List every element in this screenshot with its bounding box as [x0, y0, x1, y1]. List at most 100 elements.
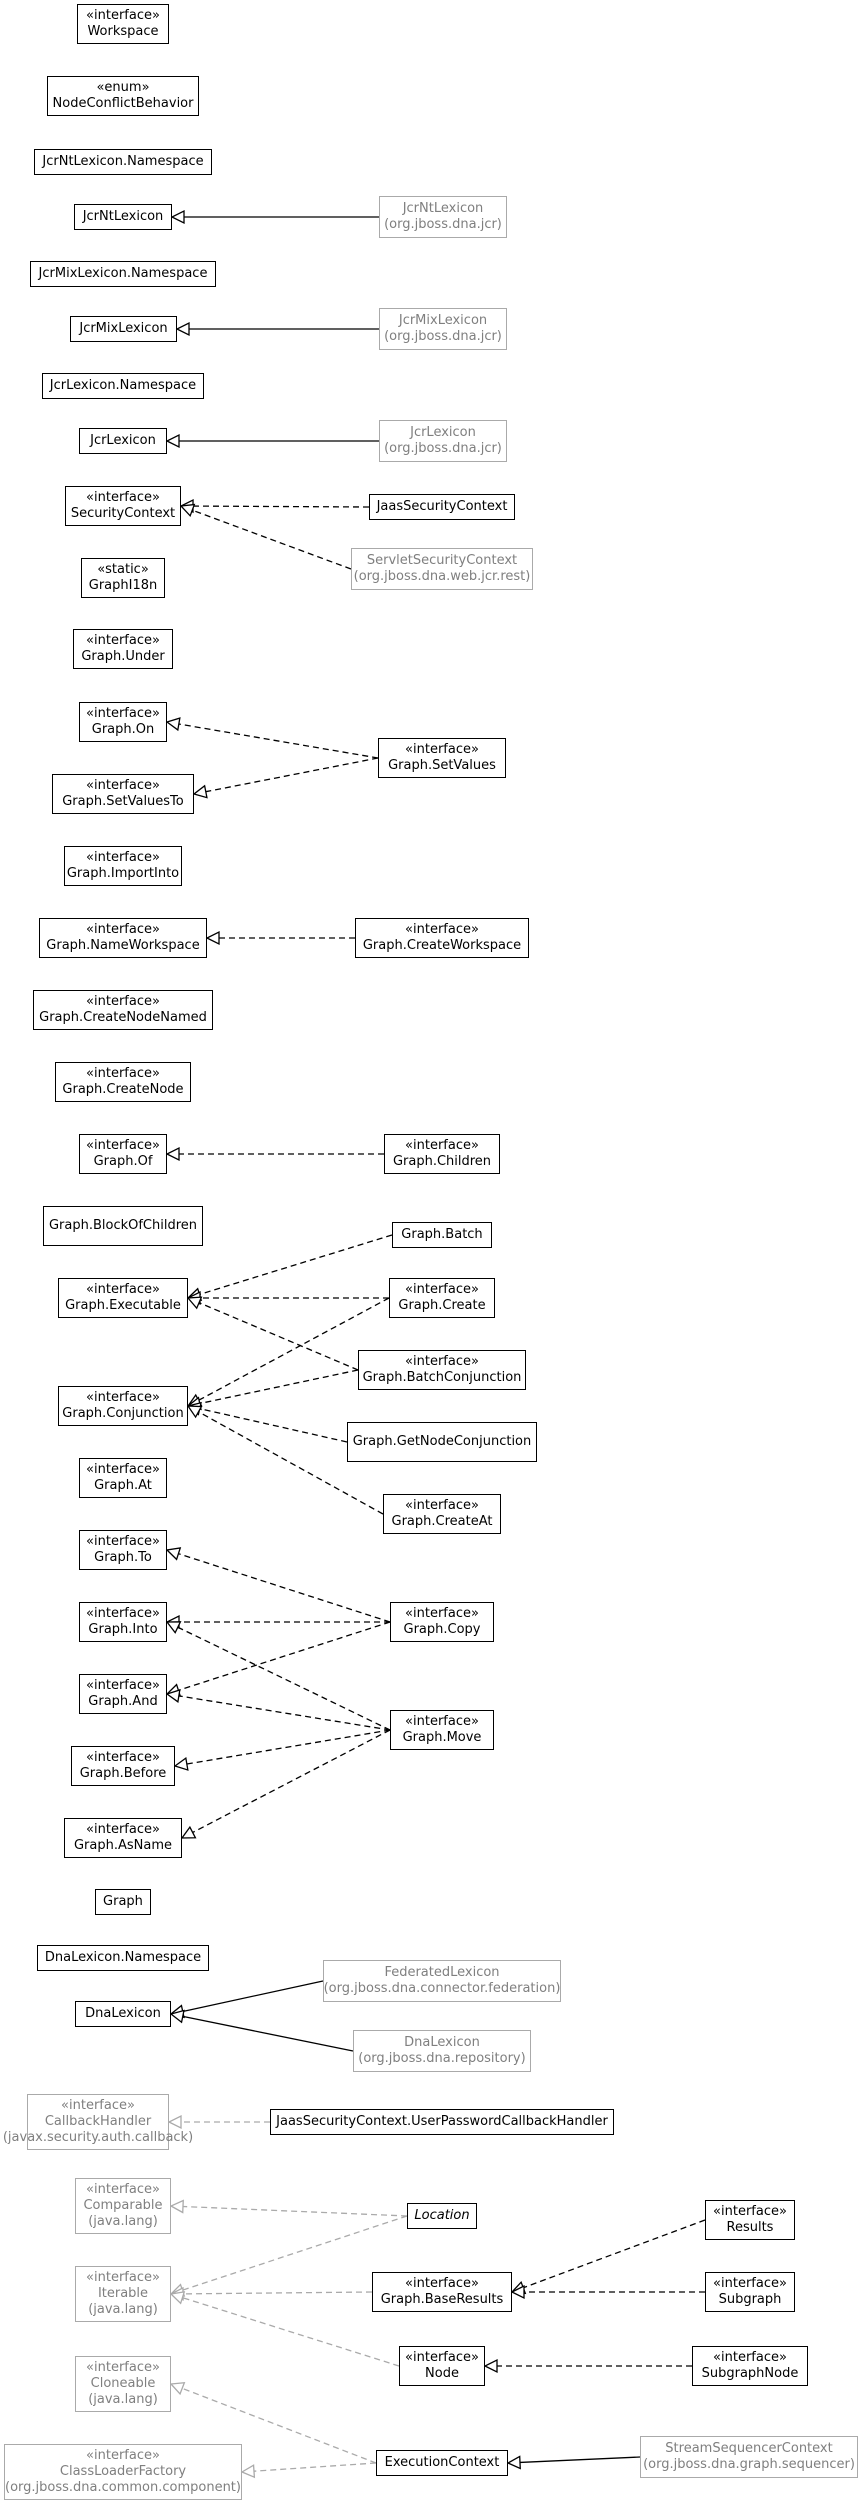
arrowhead-n35-to-n32 — [186, 1405, 203, 1419]
class-name-label: Graph.CreateNode — [62, 1082, 184, 1097]
class-node-cloneable-external[interactable]: «interface»Cloneable(java.lang) — [75, 2356, 171, 2412]
stereotype-label: «interface» — [86, 1678, 160, 1693]
class-name-label: DnaLexicon — [85, 2006, 161, 2021]
class-name-label: JcrMixLexicon — [79, 321, 168, 336]
class-node-jcrlexicon[interactable]: JcrLexicon — [79, 428, 167, 454]
class-node-jcrmixlexicon-external[interactable]: JcrMixLexicon(org.jboss.dna.jcr) — [379, 308, 507, 350]
class-node-nodeconflictbehavior[interactable]: «enum»NodeConflictBehavior — [47, 76, 199, 116]
class-node-graph-executable[interactable]: «interface»Graph.Executable — [58, 1278, 188, 1318]
stereotype-label: «interface» — [86, 706, 160, 721]
class-node-graph-createnode[interactable]: «interface»Graph.CreateNode — [55, 1062, 191, 1102]
class-node-federatedlexicon-external[interactable]: FederatedLexicon(org.jboss.dna.connector… — [323, 1960, 561, 2002]
class-node-jaassecuritycontext-userpasswordcallbackhandler[interactable]: JaasSecurityContext.UserPasswordCallback… — [270, 2109, 614, 2135]
class-node-securitycontext[interactable]: «interface»SecurityContext — [65, 486, 181, 526]
edge-n13-to-n12 — [192, 505, 370, 508]
class-node-classloaderfactory-external[interactable]: «interface»ClassLoaderFactory(org.jboss.… — [4, 2444, 242, 2500]
class-name-label: JaasSecurityContext — [376, 499, 508, 514]
class-node-comparable-external[interactable]: «interface»Comparable(java.lang) — [75, 2178, 171, 2234]
class-name-label: Graph.BatchConjunction — [362, 1370, 522, 1385]
package-label: (org.jboss.dna.web.jcr.rest) — [353, 569, 531, 584]
class-node-jcrntlexicon-namespace[interactable]: JcrNtLexicon.Namespace — [34, 149, 212, 175]
class-node-graph-children[interactable]: «interface»Graph.Children — [384, 1134, 500, 1174]
class-node-graph-setvaluesto[interactable]: «interface»Graph.SetValuesTo — [52, 774, 194, 814]
stereotype-label: «interface» — [86, 2270, 160, 2285]
class-name-label: Cloneable — [90, 2376, 156, 2391]
stereotype-label: «interface» — [405, 2350, 479, 2365]
class-node-executioncontext[interactable]: ExecutionContext — [376, 2450, 508, 2476]
edge-n38-to-n36 — [178, 1553, 391, 1623]
class-node-graph-createat[interactable]: «interface»Graph.CreateAt — [383, 1494, 501, 1534]
class-name-label: Graph.To — [94, 1550, 152, 1565]
edge-n54-to-n53 — [182, 2291, 373, 2295]
class-node-graph-into[interactable]: «interface»Graph.Into — [79, 1602, 167, 1642]
class-node-streamsequencercontext-external[interactable]: StreamSequencerContext(org.jboss.dna.gra… — [640, 2436, 858, 2478]
class-node-graph-getnodeconjunction[interactable]: Graph.GetNodeConjunction — [347, 1422, 537, 1462]
class-node-graph-move[interactable]: «interface»Graph.Move — [390, 1710, 494, 1750]
edge-n60-to-n58 — [181, 2387, 377, 2464]
class-node-graph-of[interactable]: «interface»Graph.Of — [79, 1134, 167, 1174]
class-node-jaassecuritycontext[interactable]: JaasSecurityContext — [369, 494, 515, 520]
class-node-graph-nameworkspace[interactable]: «interface»Graph.NameWorkspace — [39, 918, 207, 958]
class-name-label: Graph.Batch — [401, 1227, 483, 1242]
package-label: (org.jboss.dna.connector.federation) — [323, 1981, 561, 1996]
class-node-graph-and[interactable]: «interface»Graph.And — [79, 1674, 167, 1714]
class-node-jcrntlexicon-external[interactable]: JcrNtLexicon(org.jboss.dna.jcr) — [379, 196, 507, 238]
stereotype-label: «interface» — [405, 922, 479, 937]
class-node-graph-importinto[interactable]: «interface»Graph.ImportInto — [64, 846, 182, 886]
class-node-graph-setvalues[interactable]: «interface»Graph.SetValues — [378, 738, 506, 778]
class-node-servletsecuritycontext-external[interactable]: ServletSecurityContext(org.jboss.dna.web… — [351, 548, 533, 590]
class-node-dnalexicon-external[interactable]: DnaLexicon(org.jboss.dna.repository) — [353, 2030, 531, 2072]
arrowhead-n51-to-n50 — [169, 2199, 184, 2214]
class-node-graph-createnodenamed[interactable]: «interface»Graph.CreateNodeNamed — [33, 990, 213, 1030]
class-name-label: Graph.Under — [81, 649, 165, 664]
class-node-node[interactable]: «interface»Node — [399, 2346, 485, 2386]
edge-n61-to-n60 — [519, 2456, 641, 2464]
arrowhead-n55-to-n54 — [510, 2284, 525, 2300]
class-node-jcrlexicon-external[interactable]: JcrLexicon(org.jboss.dna.jcr) — [379, 420, 507, 462]
class-node-graphi18n[interactable]: «static»GraphI18n — [81, 558, 165, 598]
stereotype-label: «interface» — [86, 2360, 160, 2375]
stereotype-label: «interface» — [86, 490, 160, 505]
edge-n56-to-n53 — [182, 2296, 400, 2367]
class-node-graph-createworkspace[interactable]: «interface»Graph.CreateWorkspace — [355, 918, 529, 958]
class-node-jcrmixlexicon-namespace[interactable]: JcrMixLexicon.Namespace — [30, 261, 216, 287]
class-name-label: JcrNtLexicon.Namespace — [42, 154, 204, 169]
class-node-results[interactable]: «interface»Results — [705, 2200, 795, 2240]
class-node-jcrlexicon-namespace[interactable]: JcrLexicon.Namespace — [42, 373, 204, 399]
class-node-dnalexicon-namespace[interactable]: DnaLexicon.Namespace — [37, 1945, 209, 1971]
class-node-graph-batchconjunction[interactable]: «interface»Graph.BatchConjunction — [358, 1350, 526, 1390]
class-node-graph-conjunction[interactable]: «interface»Graph.Conjunction — [58, 1386, 188, 1426]
class-node-graph-under[interactable]: «interface»Graph.Under — [73, 629, 173, 669]
class-name-label: Location — [414, 2208, 470, 2223]
class-node-graph-baseresults[interactable]: «interface»Graph.BaseResults — [372, 2272, 512, 2312]
class-name-label: Iterable — [97, 2286, 149, 2301]
class-node-graph-to[interactable]: «interface»Graph.To — [79, 1530, 167, 1570]
class-node-graph-blockofchildren[interactable]: Graph.BlockOfChildren — [43, 1206, 203, 1246]
class-node-callbackhandler-external[interactable]: «interface»CallbackHandler(javax.securit… — [3, 2094, 193, 2150]
class-node-subgraph[interactable]: «interface»Subgraph — [705, 2272, 795, 2312]
arrowhead-n14-to-n12 — [179, 503, 196, 518]
class-node-graph[interactable]: Graph — [95, 1889, 151, 1915]
class-node-jcrmixlexicon[interactable]: JcrMixLexicon — [70, 316, 177, 342]
class-name-label: Graph.SetValuesTo — [62, 794, 184, 809]
class-node-graph-on[interactable]: «interface»Graph.On — [79, 702, 167, 742]
class-node-graph-create[interactable]: «interface»Graph.Create — [389, 1278, 495, 1318]
class-node-subgraphnode[interactable]: «interface»SubgraphNode — [692, 2346, 808, 2386]
class-node-workspace[interactable]: «interface»Workspace — [77, 4, 169, 44]
class-node-graph-asname[interactable]: «interface»Graph.AsName — [64, 1818, 182, 1858]
stereotype-label: «interface» — [86, 1462, 160, 1477]
class-node-iterable-external[interactable]: «interface»Iterable(java.lang) — [75, 2266, 171, 2322]
stereotype-label: «interface» — [86, 2182, 160, 2197]
class-node-graph-before[interactable]: «interface»Graph.Before — [71, 1746, 175, 1786]
class-node-graph-batch[interactable]: Graph.Batch — [392, 1222, 492, 1248]
class-node-location[interactable]: Location — [407, 2203, 477, 2229]
class-node-jcrntlexicon[interactable]: JcrNtLexicon — [74, 204, 172, 230]
class-node-graph-at[interactable]: «interface»Graph.At — [79, 1458, 167, 1498]
stereotype-label: «interface» — [86, 8, 160, 23]
class-node-dnalexicon[interactable]: DnaLexicon — [75, 2001, 171, 2027]
edge-n35-to-n32 — [198, 1411, 384, 1515]
class-name-label: JcrLexicon — [410, 425, 476, 440]
class-name-label: Graph.Into — [88, 1622, 158, 1637]
stereotype-label: «enum» — [96, 80, 150, 95]
class-node-graph-copy[interactable]: «interface»Graph.Copy — [390, 1602, 494, 1642]
